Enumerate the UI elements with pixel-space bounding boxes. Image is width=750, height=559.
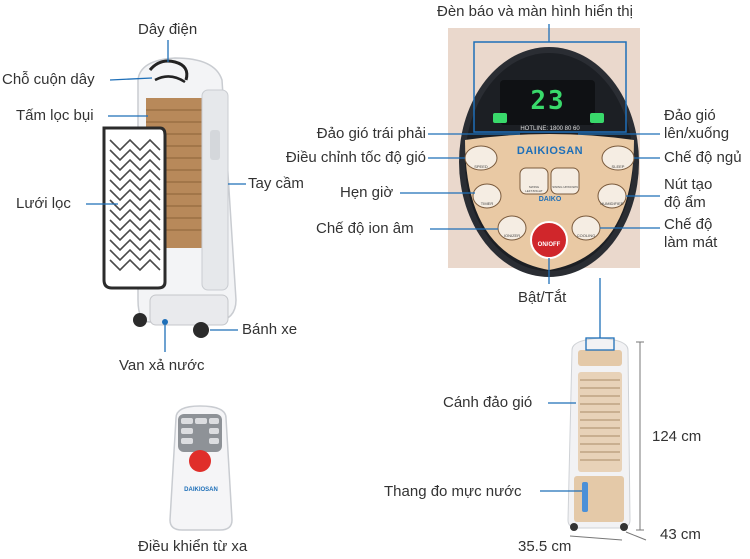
- label-swing-lr: Đảo gió trái phải: [316, 125, 426, 142]
- remote-control: [169, 405, 233, 531]
- label-humidifier-1: Nút tạo: [664, 176, 713, 193]
- label-drain-valve: Van xả nước: [119, 357, 205, 374]
- label-cooling-1: Chế độ: [664, 216, 713, 233]
- label-width: 35.5 cm: [518, 538, 572, 555]
- power-button[interactable]: ON/OFF: [537, 242, 561, 248]
- panel-led-display: 23: [530, 86, 566, 116]
- label-wheels: Bánh xe: [242, 321, 298, 338]
- label-water-gauge: Thang đo mực nước: [384, 483, 522, 500]
- label-sleep: Chế độ ngủ: [664, 149, 742, 166]
- label-mesh-filter: Lưới lọc: [16, 195, 71, 212]
- ionizer-button[interactable]: IONIZER: [503, 233, 521, 238]
- control-panel: [448, 28, 640, 277]
- air-cooler-front: [567, 337, 631, 531]
- label-swing-ud-2: lên/xuống: [664, 125, 730, 142]
- dimension-lines: [569, 341, 647, 541]
- speed-button[interactable]: SPEED: [474, 164, 488, 169]
- label-fan-speed: Điều chỉnh tốc độ gió: [285, 149, 426, 166]
- label-humidifier-2: độ ẩm: [664, 194, 706, 211]
- label-timer: Hẹn giờ: [340, 184, 394, 201]
- label-depth: 43 cm: [660, 526, 701, 543]
- leader-lines-panel: [400, 24, 660, 340]
- top-panel-marker: [585, 337, 615, 351]
- label-handle: Tay cầm: [248, 175, 304, 192]
- swing-ud-button[interactable]: SWING UP/DOWN: [552, 185, 578, 189]
- label-swing-ud-1: Đảo gió: [664, 107, 716, 124]
- panel-brand: DAIKIOSAN: [516, 145, 584, 157]
- panel-sub-brand: DAIKO: [538, 196, 562, 203]
- mesh-filter: [102, 126, 167, 290]
- label-ionizer: Chế độ ion âm: [316, 220, 414, 237]
- panel-hotline: HOTLINE: 1800 80 60: [520, 126, 580, 132]
- indicator-highlight-box: [473, 41, 627, 133]
- label-power-cord: Dây điện: [138, 21, 198, 38]
- remote-brand: DAIKIOSAN: [184, 487, 218, 493]
- label-dust-filter: Tấm lọc bụi: [16, 107, 94, 124]
- label-on-off: Bật/Tắt: [518, 289, 567, 306]
- humidifier-button[interactable]: HUMIDIFIER: [600, 201, 624, 206]
- label-height: 124 cm: [652, 428, 702, 445]
- label-cooling-2: làm mát: [664, 234, 718, 251]
- label-louver: Cánh đảo gió: [443, 394, 533, 411]
- cooling-button[interactable]: COOLING: [576, 233, 596, 238]
- label-indicator-display: Đèn báo và màn hình hiển thị: [437, 3, 633, 20]
- sleep-button[interactable]: SLEEP: [611, 164, 625, 169]
- label-remote: Điều khiển từ xa: [138, 538, 248, 555]
- swing-lr-button[interactable]: SWING LEFT/RIGHT: [525, 185, 543, 193]
- leader-lines-unit: [540, 402, 582, 492]
- label-cord-wrap: Chỗ cuộn dây: [2, 71, 95, 88]
- timer-button[interactable]: TIMER: [480, 201, 494, 206]
- leader-lines-left: [86, 40, 246, 352]
